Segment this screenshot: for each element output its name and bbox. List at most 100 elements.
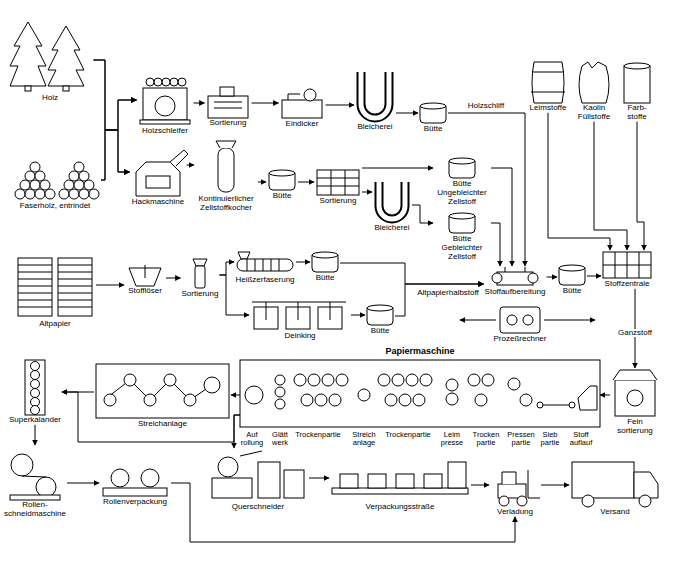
- stock-center-icon: [603, 252, 651, 278]
- node-label: Bleicherei: [354, 123, 396, 132]
- node-label: Sortierung: [205, 119, 252, 128]
- thickener-icon: [282, 89, 322, 118]
- truck-icon: [572, 462, 658, 507]
- flow-arrow: [547, 277, 558, 278]
- grinder-icon: [140, 78, 190, 124]
- bleach-tower-icon: [361, 72, 405, 219]
- node-label: Heißzerfaserung: [234, 276, 296, 285]
- log-pile-icon: [15, 162, 99, 199]
- flow-arrow: [298, 182, 314, 183]
- flow-arrow: [252, 103, 279, 104]
- coater-icon: [96, 364, 229, 418]
- stock-prep-icon: [492, 267, 538, 285]
- section-label: Trockenpartie: [385, 431, 432, 439]
- node-label: Sortierung: [181, 290, 220, 299]
- node-label: Bütte: [557, 287, 587, 296]
- flow-arrow: [396, 113, 418, 114]
- process-node: Bütte: [310, 252, 340, 283]
- paper-machine-icon: [240, 360, 600, 427]
- process-node: Rollenverpackung: [99, 468, 171, 507]
- process-node: Stofflöser: [124, 265, 166, 296]
- flow-arrow: [94, 60, 137, 130]
- flow-arrow: [67, 483, 99, 484]
- node-label: Bütte: [310, 274, 340, 283]
- node-label: Superkalander: [8, 416, 62, 425]
- node-label: Bütte: [433, 180, 491, 189]
- node-label: Prozeßrechner: [493, 335, 548, 344]
- node-label: Bütte: [365, 327, 395, 336]
- section-label: Pressen partie: [507, 431, 535, 448]
- node-label: Versand: [569, 508, 661, 517]
- flow-arrow: [637, 122, 644, 250]
- node-label: Holz: [7, 94, 94, 103]
- vat-icon: [269, 103, 585, 325]
- edge-label: Altpapierhalbstoff: [416, 289, 480, 298]
- process-node: Holzschleifer: [137, 75, 194, 136]
- node-label: Holzschleifer: [137, 127, 194, 136]
- node-label: Kontinuierlicher Zellstoffkocher: [194, 195, 258, 213]
- flow-arrow: [600, 395, 610, 396]
- node-label: Stoffzentrale: [601, 280, 653, 289]
- screen-icon: [317, 170, 359, 195]
- process-node: Sortierung: [205, 85, 252, 128]
- flow-arrow: [231, 395, 240, 396]
- flow-arrow: [96, 285, 124, 286]
- section-label: Stoff auflauf: [569, 431, 593, 448]
- node-label: Ungebleichter Zellstoff: [433, 189, 491, 207]
- process-node: Eindicker: [279, 90, 326, 129]
- edge-label: Ganzstoff: [617, 329, 653, 338]
- flow-arrow: [351, 315, 365, 316]
- node-label: Leimstoffe: [529, 104, 568, 113]
- process-node: Verpackungsstraße: [329, 458, 471, 512]
- process-node: Papiermaschine: [240, 347, 600, 427]
- node-label: Bütte: [433, 235, 491, 244]
- forklift-icon: [498, 470, 540, 506]
- section-label: Sieb partie: [540, 431, 560, 448]
- process-node: Stoffzentrale: [601, 250, 653, 289]
- node-label: Farb- stoffe: [621, 104, 653, 122]
- node-label: Fein sortierung: [610, 418, 660, 436]
- flow-arrow: [234, 415, 240, 448]
- flow-arrow: [187, 165, 195, 166]
- flow-arrow: [171, 483, 515, 542]
- process-node: Bütte: [418, 103, 448, 134]
- process-node: BütteGebleichter Zellstoff: [433, 213, 491, 261]
- flow-arrow: [594, 122, 627, 250]
- process-node: BütteUngebleichter Zellstoff: [433, 158, 491, 206]
- chipper-icon: [136, 150, 188, 196]
- flow-arrow: [548, 113, 610, 250]
- node-label: Rollen- schneidmaschine: [3, 501, 67, 519]
- process-node: Streichanlage: [94, 363, 231, 429]
- sack-icon: [579, 62, 609, 103]
- process-node: Verladung: [489, 468, 541, 517]
- process-node: Altpapier: [14, 255, 96, 329]
- process-node: Fein sortierung: [610, 368, 660, 436]
- flow-arrow: [362, 192, 372, 193]
- slitter-icon: [10, 454, 60, 500]
- node-label: Bleicherei: [372, 224, 412, 233]
- process-node: Prozeßrechner: [493, 305, 548, 344]
- flow-arrow: [491, 223, 500, 266]
- flow-arrow: [471, 485, 489, 486]
- node-label: Deinking: [249, 332, 351, 341]
- disperser-icon: [237, 252, 293, 271]
- flow-arrow: [412, 205, 433, 223]
- flow-arrow: [326, 105, 355, 106]
- process-node: Kaolin Füllstoffe: [573, 62, 615, 122]
- flow-arrow: [101, 130, 130, 180]
- flow-arrow: [309, 478, 329, 479]
- flow-arrow: [220, 262, 235, 275]
- process-node: Superkalander: [8, 358, 62, 425]
- process-node: Bleicherei: [354, 70, 396, 132]
- section-label: Glätt werk: [269, 431, 291, 448]
- process-node: Rollen- schneidmaschine: [3, 445, 67, 519]
- flow-arrow: [101, 100, 137, 180]
- process-node: Versand: [569, 458, 661, 517]
- node-label: Stofflöser: [124, 287, 166, 296]
- node-label: Sortierung: [314, 197, 362, 206]
- node-label: Hackmaschine: [130, 198, 187, 207]
- section-label: Streich anlage: [351, 431, 377, 448]
- process-node: Hackmaschine: [130, 150, 187, 207]
